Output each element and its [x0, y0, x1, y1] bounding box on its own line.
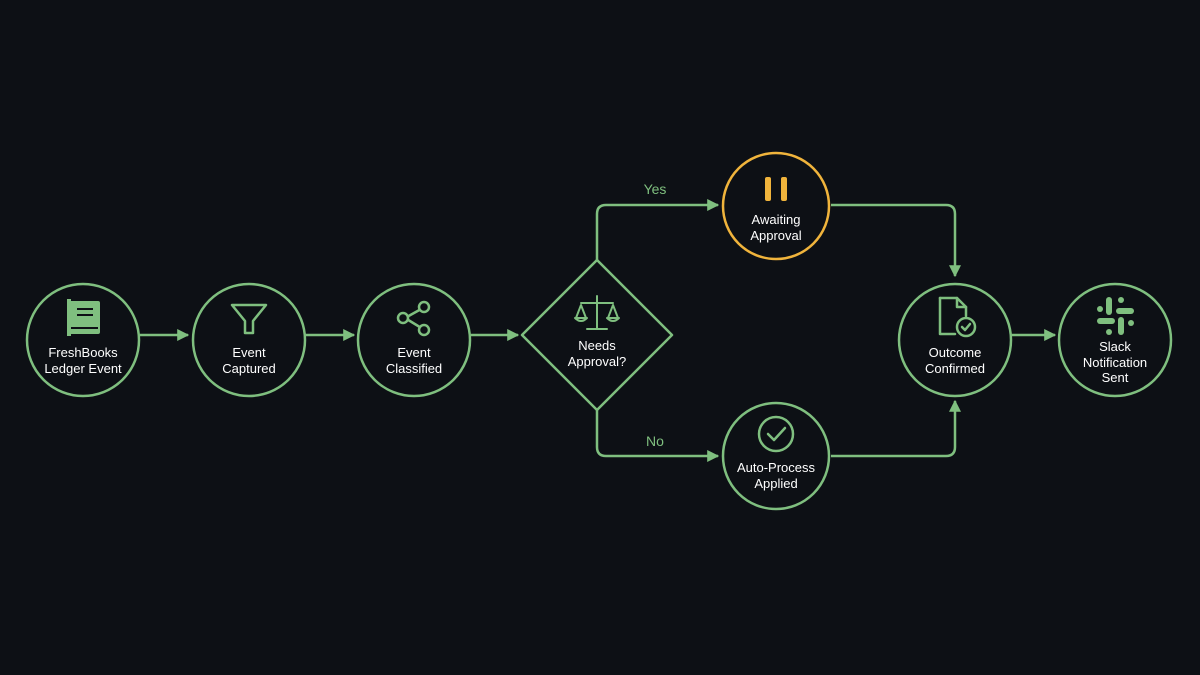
node-label-line-1: Awaiting — [752, 212, 801, 227]
node-event-captured: Event Captured — [191, 282, 307, 398]
ledger-book-icon — [67, 299, 100, 336]
node-label-line-2: Classified — [386, 361, 442, 376]
decision-diamond — [520, 258, 674, 412]
node-label-line-2: Notification — [1083, 355, 1147, 370]
node-circle — [356, 282, 472, 398]
node-circle — [721, 151, 831, 261]
slack-logo-icon — [1097, 297, 1134, 335]
branch-label-yes: Yes — [644, 181, 667, 197]
branch-label-no: No — [646, 433, 664, 449]
share-nodes-icon — [396, 300, 431, 337]
node-circle — [897, 282, 1013, 398]
document-check-icon — [938, 296, 977, 338]
node-label-line-3: Sent — [1102, 370, 1129, 385]
node-label-line-1: Outcome — [929, 345, 982, 360]
node-label-line-1: Slack — [1099, 339, 1131, 354]
node-label-line-2: Approval — [750, 228, 801, 243]
balance-scale-icon — [574, 295, 620, 330]
connector-decision-no-to-autoprocess — [595, 410, 720, 462]
connector-decision-yes-to-awaiting — [595, 199, 720, 260]
node-label-line-1: Needs — [578, 338, 616, 353]
node-label-line-1: Event — [232, 345, 266, 360]
node-freshbooks-ledger-event: FreshBooks Ledger Event — [25, 282, 141, 398]
check-circle-icon — [757, 415, 795, 453]
node-circle — [25, 282, 141, 398]
node-label-line-2: Applied — [754, 476, 797, 491]
filter-funnel-icon — [230, 303, 268, 335]
node-label-line-2: Confirmed — [925, 361, 985, 376]
node-label-line-2: Ledger Event — [44, 361, 122, 376]
node-outcome-confirmed: Outcome Confirmed — [897, 282, 1013, 398]
node-label-line-1: Event — [397, 345, 431, 360]
node-slack-notification-sent: Slack Notification Sent — [1057, 282, 1173, 398]
node-circle — [1057, 282, 1173, 398]
connectors — [140, 199, 1057, 462]
connector-autoprocess-to-outcome — [831, 399, 961, 458]
node-circle — [721, 401, 831, 511]
node-circle — [191, 282, 307, 398]
node-label-line-1: Auto-Process — [737, 460, 816, 475]
node-event-classified: Event Classified — [356, 282, 472, 398]
node-auto-process-applied: Auto-Process Applied — [721, 401, 831, 511]
pause-icon — [765, 177, 787, 201]
node-label-line-2: Approval? — [568, 354, 627, 369]
node-label-line-1: FreshBooks — [48, 345, 118, 360]
node-label-line-2: Captured — [222, 361, 275, 376]
node-needs-approval-decision: Needs Approval? — [520, 258, 674, 412]
node-awaiting-approval: Awaiting Approval — [721, 151, 831, 261]
connector-awaiting-to-outcome — [831, 203, 961, 278]
